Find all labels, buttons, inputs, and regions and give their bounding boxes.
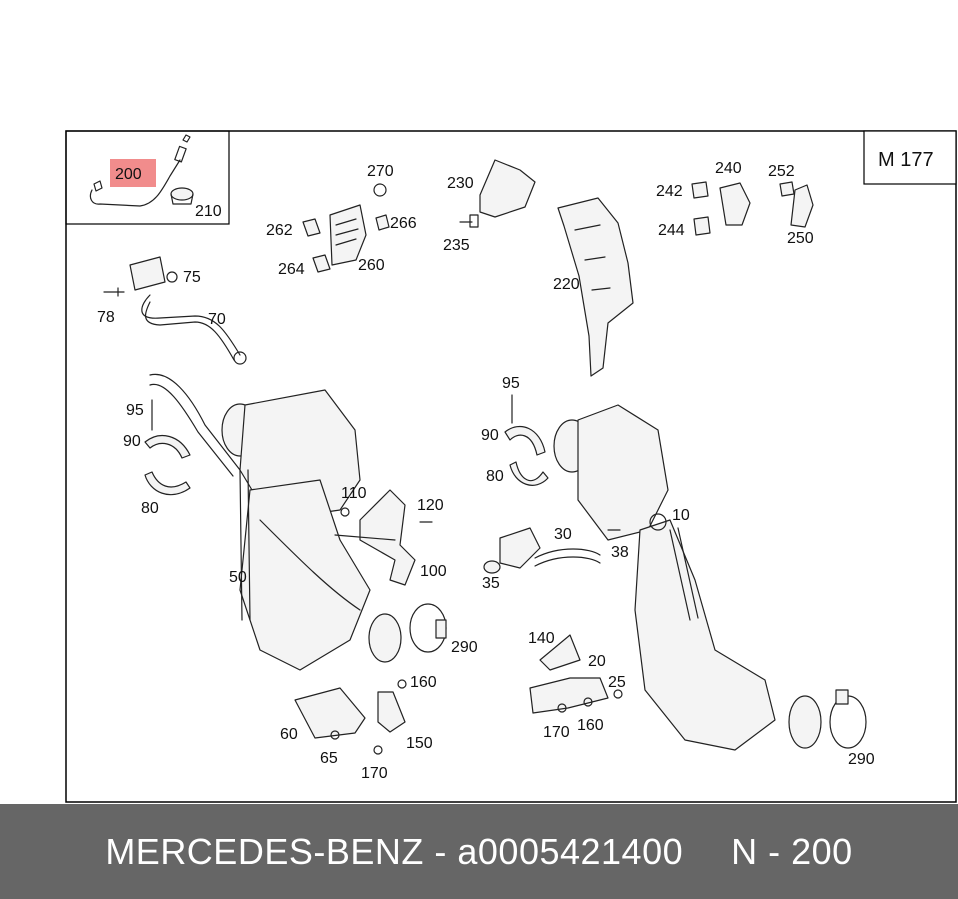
label-240[interactable]: 240 bbox=[715, 160, 742, 177]
model-code-box bbox=[863, 130, 957, 185]
clamp-290-left bbox=[409, 603, 447, 653]
label-160-right[interactable]: 160 bbox=[577, 717, 604, 734]
sensor-bracket-100 bbox=[334, 489, 433, 586]
brand-name: MERCEDES-BENZ bbox=[105, 830, 424, 872]
bracket-group-240 bbox=[691, 181, 814, 236]
label-95-left[interactable]: 95 bbox=[126, 402, 144, 419]
label-80-left[interactable]: 80 bbox=[141, 500, 159, 517]
label-70[interactable]: 70 bbox=[208, 311, 226, 328]
label-78[interactable]: 78 bbox=[97, 309, 115, 326]
label-200[interactable]: 200 bbox=[115, 166, 142, 183]
footer-separator: - bbox=[434, 830, 447, 872]
oxygen-sensor-part bbox=[89, 134, 194, 207]
label-260[interactable]: 260 bbox=[358, 257, 385, 274]
label-242[interactable]: 242 bbox=[656, 183, 683, 200]
bracket-group-260 bbox=[302, 183, 390, 273]
label-170-right[interactable]: 170 bbox=[543, 724, 570, 741]
heat-shield-230 bbox=[459, 159, 536, 228]
label-140[interactable]: 140 bbox=[528, 630, 555, 647]
label-290-left[interactable]: 290 bbox=[451, 639, 478, 656]
label-250[interactable]: 250 bbox=[787, 230, 814, 247]
catalyst-assembly-left bbox=[149, 373, 402, 671]
label-262[interactable]: 262 bbox=[266, 222, 293, 239]
label-235[interactable]: 235 bbox=[443, 237, 470, 254]
bracket-group-60 bbox=[294, 679, 407, 755]
label-290-right[interactable]: 290 bbox=[848, 751, 875, 768]
clamp-left bbox=[144, 399, 191, 496]
model-code: M 177 bbox=[878, 149, 934, 171]
label-35[interactable]: 35 bbox=[482, 575, 500, 592]
highlight-box bbox=[110, 159, 156, 187]
label-230[interactable]: 230 bbox=[447, 175, 474, 192]
label-95-right[interactable]: 95 bbox=[502, 375, 520, 392]
label-270[interactable]: 270 bbox=[367, 163, 394, 180]
part-labels: 200 210 270 262 266 264 260 230 235 220 … bbox=[97, 160, 875, 782]
label-252[interactable]: 252 bbox=[768, 163, 795, 180]
label-264[interactable]: 264 bbox=[278, 261, 305, 278]
label-220[interactable]: 220 bbox=[553, 276, 580, 293]
label-75[interactable]: 75 bbox=[183, 269, 201, 286]
label-150[interactable]: 150 bbox=[406, 735, 433, 752]
label-60[interactable]: 60 bbox=[280, 726, 298, 743]
catalyst-assembly-right bbox=[553, 404, 822, 751]
label-65[interactable]: 65 bbox=[320, 750, 338, 767]
label-170-left[interactable]: 170 bbox=[361, 765, 388, 782]
label-90-right[interactable]: 90 bbox=[481, 427, 499, 444]
label-160-left[interactable]: 160 bbox=[410, 674, 437, 691]
label-10[interactable]: 10 bbox=[672, 507, 690, 524]
label-38[interactable]: 38 bbox=[611, 544, 629, 561]
sensor-30 bbox=[483, 527, 621, 574]
label-80-right[interactable]: 80 bbox=[486, 468, 504, 485]
label-50[interactable]: 50 bbox=[229, 569, 247, 586]
heat-shield-220 bbox=[557, 197, 634, 377]
footer-bar: MERCEDES-BENZ - a0005421400 N - 200 bbox=[0, 804, 958, 899]
label-266[interactable]: 266 bbox=[390, 215, 417, 232]
label-30[interactable]: 30 bbox=[554, 526, 572, 543]
clamp-290-right bbox=[829, 689, 867, 749]
label-90-left[interactable]: 90 bbox=[123, 433, 141, 450]
position-number: N - 200 bbox=[731, 830, 853, 872]
label-110[interactable]: 110 bbox=[341, 485, 367, 502]
clamp-right bbox=[504, 394, 549, 486]
label-210[interactable]: 210 bbox=[195, 203, 222, 220]
label-100[interactable]: 100 bbox=[420, 563, 447, 580]
part-number: a0005421400 bbox=[457, 830, 684, 872]
bracket-group-140 bbox=[529, 634, 623, 714]
label-120[interactable]: 120 bbox=[417, 497, 444, 514]
inset-box bbox=[65, 130, 230, 225]
label-244[interactable]: 244 bbox=[658, 222, 685, 239]
label-25[interactable]: 25 bbox=[608, 674, 626, 691]
label-20[interactable]: 20 bbox=[588, 653, 606, 670]
pipe-70 bbox=[103, 256, 247, 365]
